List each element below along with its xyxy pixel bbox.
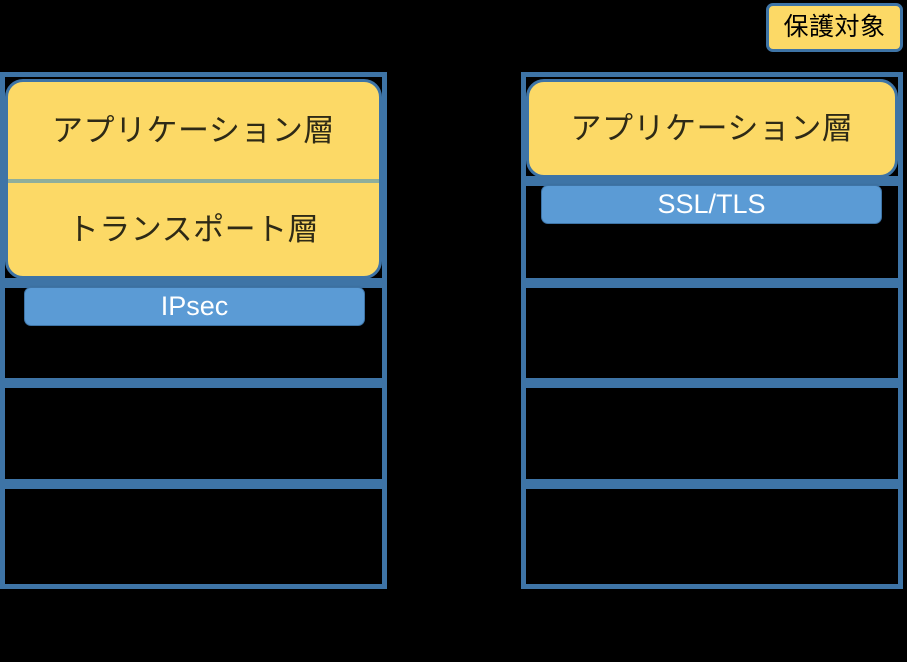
left-transport-layer-label: トランスポート層 — [67, 212, 320, 247]
right-application-layer-cell: アプリケーション層 — [529, 82, 895, 175]
left-stack-row-4 — [0, 383, 387, 484]
left-protocol-stack: アプリケーション層 トランスポート層 IPsec — [0, 72, 387, 589]
left-protected-region: アプリケーション層 トランスポート層 — [5, 79, 382, 279]
right-protected-region: アプリケーション層 — [526, 79, 898, 178]
ssltls-protocol-pill: SSL/TLS — [541, 185, 882, 224]
left-application-layer-cell: アプリケーション層 — [8, 82, 379, 179]
right-stack-row-4 — [521, 383, 903, 484]
left-application-layer-label: アプリケーション層 — [52, 113, 335, 148]
ipsec-protocol-label: IPsec — [160, 291, 229, 321]
right-protocol-stack: アプリケーション層 SSL/TLS — [521, 72, 903, 589]
left-stack-row-5 — [0, 484, 387, 589]
protected-target-badge-label: 保護対象 — [783, 13, 886, 41]
left-transport-layer-cell: トランスポート層 — [8, 179, 379, 276]
ipsec-protocol-pill: IPsec — [24, 287, 365, 326]
right-application-layer-label: アプリケーション層 — [570, 111, 854, 146]
right-stack-row-3 — [521, 283, 903, 383]
right-stack-row-5 — [521, 484, 903, 589]
ssltls-protocol-label: SSL/TLS — [657, 189, 766, 219]
protected-target-badge: 保護対象 — [766, 3, 903, 52]
